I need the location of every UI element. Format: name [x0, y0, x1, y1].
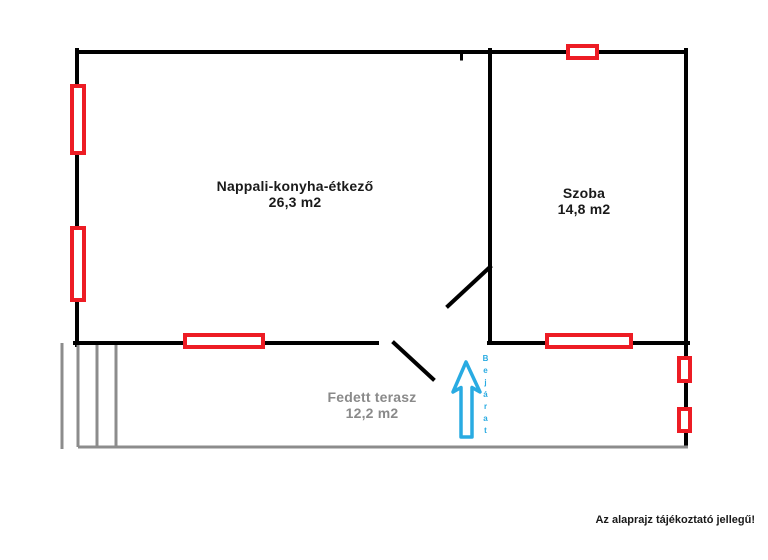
door-swing-interior	[445, 264, 493, 309]
window-top-icon	[566, 44, 599, 60]
room-label-terrace: Fedett terasz 12,2 m2	[328, 389, 417, 421]
room-name-bedroom: Szoba	[562, 185, 606, 201]
disclaimer-text: Az alaprajz tájékoztató jellegű!	[595, 514, 755, 526]
room-area-terrace: 12,2 m2	[345, 405, 399, 421]
room-name-terrace: Fedett terasz	[327, 389, 417, 405]
window-left-upper-icon	[70, 84, 86, 155]
window-bottom-left-icon	[183, 333, 265, 349]
window-terrace-right-lower-icon	[677, 407, 692, 433]
window-terrace-right-upper-icon	[677, 356, 692, 383]
window-bottom-right-icon	[545, 333, 633, 349]
room-area-bedroom: 14,8 m2	[557, 201, 611, 217]
room-label-living: Nappali-konyha-étkező 26,3 m2	[217, 178, 374, 210]
room-label-bedroom: Szoba 14,8 m2	[558, 185, 611, 217]
room-area-living: 26,3 m2	[268, 194, 322, 210]
room-name-living: Nappali-konyha-étkező	[216, 178, 374, 194]
entrance-label: Bejárat	[481, 354, 490, 438]
terrace-lines	[60, 343, 688, 449]
window-left-lower-icon	[70, 226, 86, 302]
walls	[73, 48, 690, 448]
windows	[70, 44, 692, 433]
entrance-arrow-icon	[451, 360, 482, 439]
door-swing-entrance	[391, 340, 436, 382]
